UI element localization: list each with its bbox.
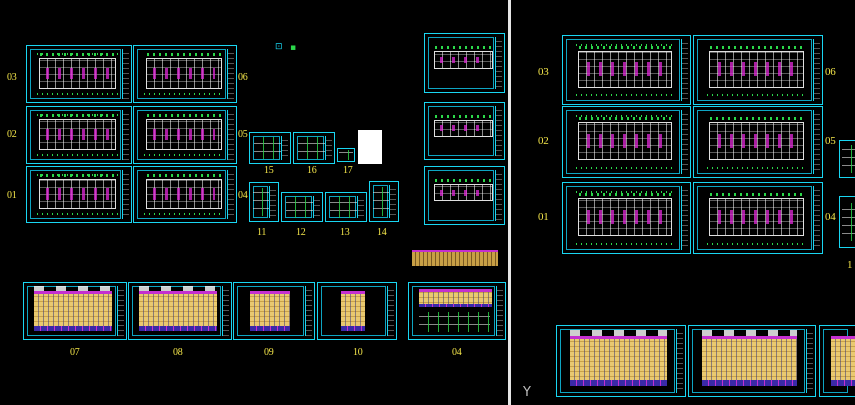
layer-toggle-icon[interactable]: ⊡: [275, 42, 283, 52]
row-label-02-zoom: 02: [538, 135, 549, 147]
floor-plan-sheet-06-zoom[interactable]: [693, 35, 823, 105]
floor-plan-sheet-01-zoom[interactable]: [562, 182, 691, 254]
row-label-01-zoom: 01: [538, 211, 549, 223]
detail-sheet-12[interactable]: [281, 192, 323, 222]
elevation-sheet-08[interactable]: [128, 282, 232, 340]
detail-sheet-13[interactable]: [325, 192, 367, 222]
row-label-01: 01: [7, 190, 17, 201]
section-sheet-04[interactable]: [408, 282, 506, 340]
detail-sheet-15[interactable]: [249, 132, 291, 164]
mid-label-06-zoom: 06: [825, 66, 836, 78]
right-viewport[interactable]: 03 02 01 06 05 04 1 Y: [511, 0, 855, 405]
elevation-sheet-07[interactable]: [23, 282, 127, 340]
elevation-sheet-07-zoom[interactable]: [556, 325, 686, 397]
floor-plan-sheet-06[interactable]: [133, 45, 237, 103]
floor-plan-sheet-03[interactable]: [26, 45, 132, 103]
elevation-sheet-09-zoom[interactable]: [819, 325, 855, 397]
floor-plan-sheet-04-zoom[interactable]: [693, 182, 823, 254]
detail-label-15: 15: [264, 165, 274, 176]
floor-plan-sheet-02[interactable]: [26, 106, 132, 164]
detail-sheet-16[interactable]: [293, 132, 335, 164]
mid-label-04: 04: [238, 190, 248, 201]
elevation-label-08: 08: [173, 347, 183, 358]
grid-icon[interactable]: ▪: [290, 43, 297, 53]
mid-label-06: 06: [238, 72, 248, 83]
detail-label-13: 13: [340, 227, 350, 238]
mid-label-05-zoom: 05: [825, 135, 836, 147]
elevation-label-10: 10: [353, 347, 363, 358]
detail-sheet-edge-a[interactable]: [839, 140, 855, 178]
elevation-label-04: 04: [452, 347, 462, 358]
detail-label-16: 16: [307, 165, 317, 176]
edge-label: 1: [847, 259, 853, 271]
elevation-sheet-08-zoom[interactable]: [688, 325, 816, 397]
detail-label-11: 11: [257, 227, 267, 238]
row-label-03-zoom: 03: [538, 66, 549, 78]
elevation-label-09: 09: [264, 347, 274, 358]
floor-plan-sheet-05-zoom[interactable]: [693, 106, 823, 178]
floor-plan-sheet-02-zoom[interactable]: [562, 106, 691, 178]
site-plan-sheet-b[interactable]: [424, 102, 505, 160]
elevation-label-07: 07: [70, 347, 80, 358]
long-elevation-strip[interactable]: [412, 250, 498, 266]
elevation-sheet-09[interactable]: [233, 282, 315, 340]
detail-label-12: 12: [296, 227, 306, 238]
detail-sheet-14[interactable]: [369, 181, 399, 222]
ucs-y-axis-icon: Y: [523, 385, 531, 400]
floor-plan-sheet-05[interactable]: [133, 106, 237, 164]
site-plan-sheet-c[interactable]: [424, 166, 505, 225]
detail-sheet-11[interactable]: [249, 182, 279, 222]
site-plan-sheet-a[interactable]: [424, 33, 505, 93]
mid-label-05: 05: [238, 129, 248, 140]
elevation-sheet-10[interactable]: [317, 282, 397, 340]
detail-sheet-edge-b[interactable]: [839, 196, 855, 248]
legend-sheet[interactable]: [358, 130, 382, 164]
left-viewport[interactable]: 03 02 01 06 05 04 ⊡ ▪ 15 16 17 11 12 13 …: [0, 0, 508, 405]
mid-label-04-zoom: 04: [825, 211, 836, 223]
floor-plan-sheet-03-zoom[interactable]: [562, 35, 691, 105]
viewport-divider[interactable]: [508, 0, 511, 405]
detail-label-14: 14: [377, 227, 387, 238]
row-label-03: 03: [7, 72, 17, 83]
detail-sheet-16b[interactable]: [337, 148, 355, 162]
floor-plan-sheet-04[interactable]: [133, 166, 237, 223]
floor-plan-sheet-01[interactable]: [26, 166, 132, 223]
row-label-02: 02: [7, 129, 17, 140]
detail-label-17: 17: [343, 165, 353, 176]
